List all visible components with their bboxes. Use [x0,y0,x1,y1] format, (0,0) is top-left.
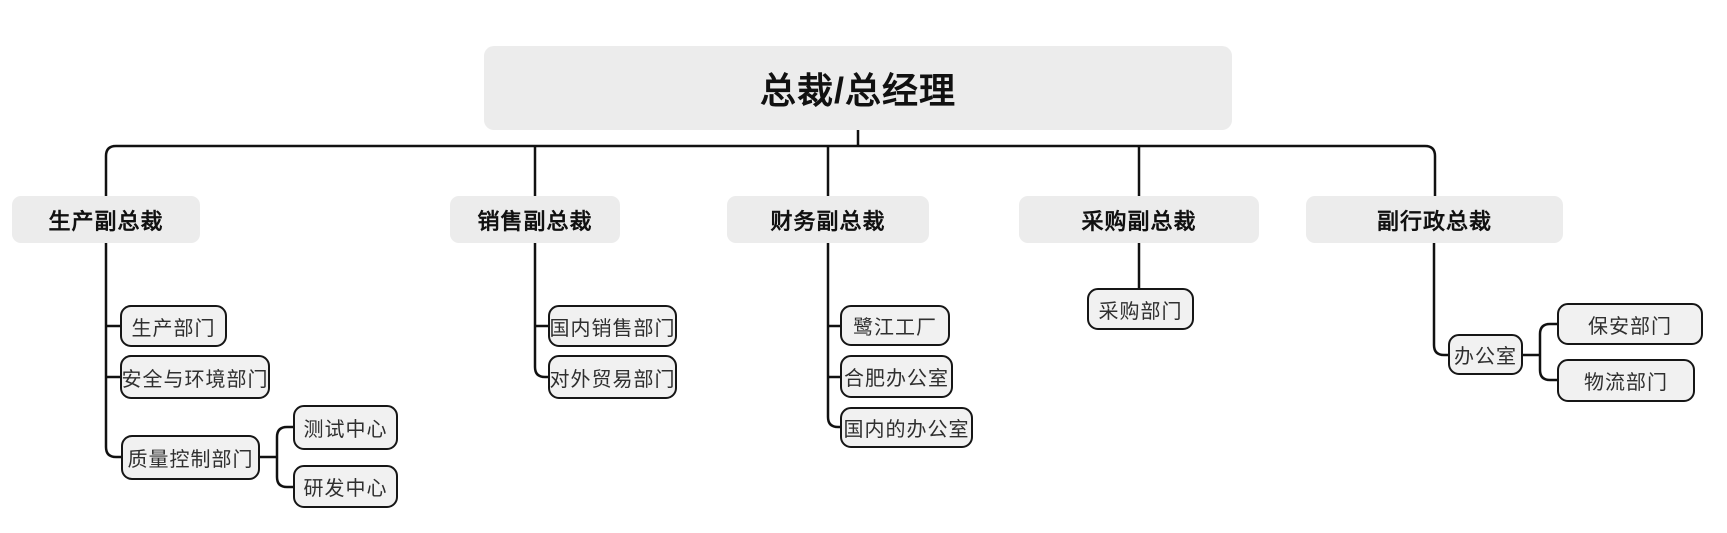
node-rnd-center: 研发中心 [293,465,398,508]
node-finance-vp: 财务副总裁 [727,196,929,243]
node-quality-control-dept: 质量控制部门 [121,435,260,480]
node-production-vp: 生产副总裁 [12,196,200,243]
connector-sales-spine [533,243,548,379]
node-purchasing-dept: 采购部门 [1087,288,1194,330]
connector-finance-spine [826,243,840,429]
node-security-dept: 保安部门 [1557,303,1703,345]
node-logistics-dept: 物流部门 [1557,359,1695,402]
node-test-center: 测试中心 [293,405,398,450]
connector-office-bracket [1538,322,1557,382]
connector-admin-spine [1432,243,1448,357]
node-sales-vp: 销售副总裁 [450,196,620,243]
node-lujiang-factory: 鹭江工厂 [840,305,950,346]
connector-qc-bracket [275,425,293,489]
node-president: 总裁/总经理 [484,46,1232,130]
connector-trunk [104,144,1437,196]
node-safety-environment-dept: 安全与环境部门 [120,355,270,399]
node-production-dept: 生产部门 [120,305,227,347]
node-admin-vp: 副行政总裁 [1306,196,1563,243]
node-office: 办公室 [1448,334,1523,375]
connector-production-spine [104,243,121,459]
node-foreign-trade-dept: 对外贸易部门 [548,355,677,399]
node-domestic-office: 国内的办公室 [840,407,973,448]
node-hefei-office: 合肥办公室 [840,355,953,398]
node-purchasing-vp: 采购副总裁 [1019,196,1259,243]
node-domestic-sales-dept: 国内销售部门 [548,305,677,347]
